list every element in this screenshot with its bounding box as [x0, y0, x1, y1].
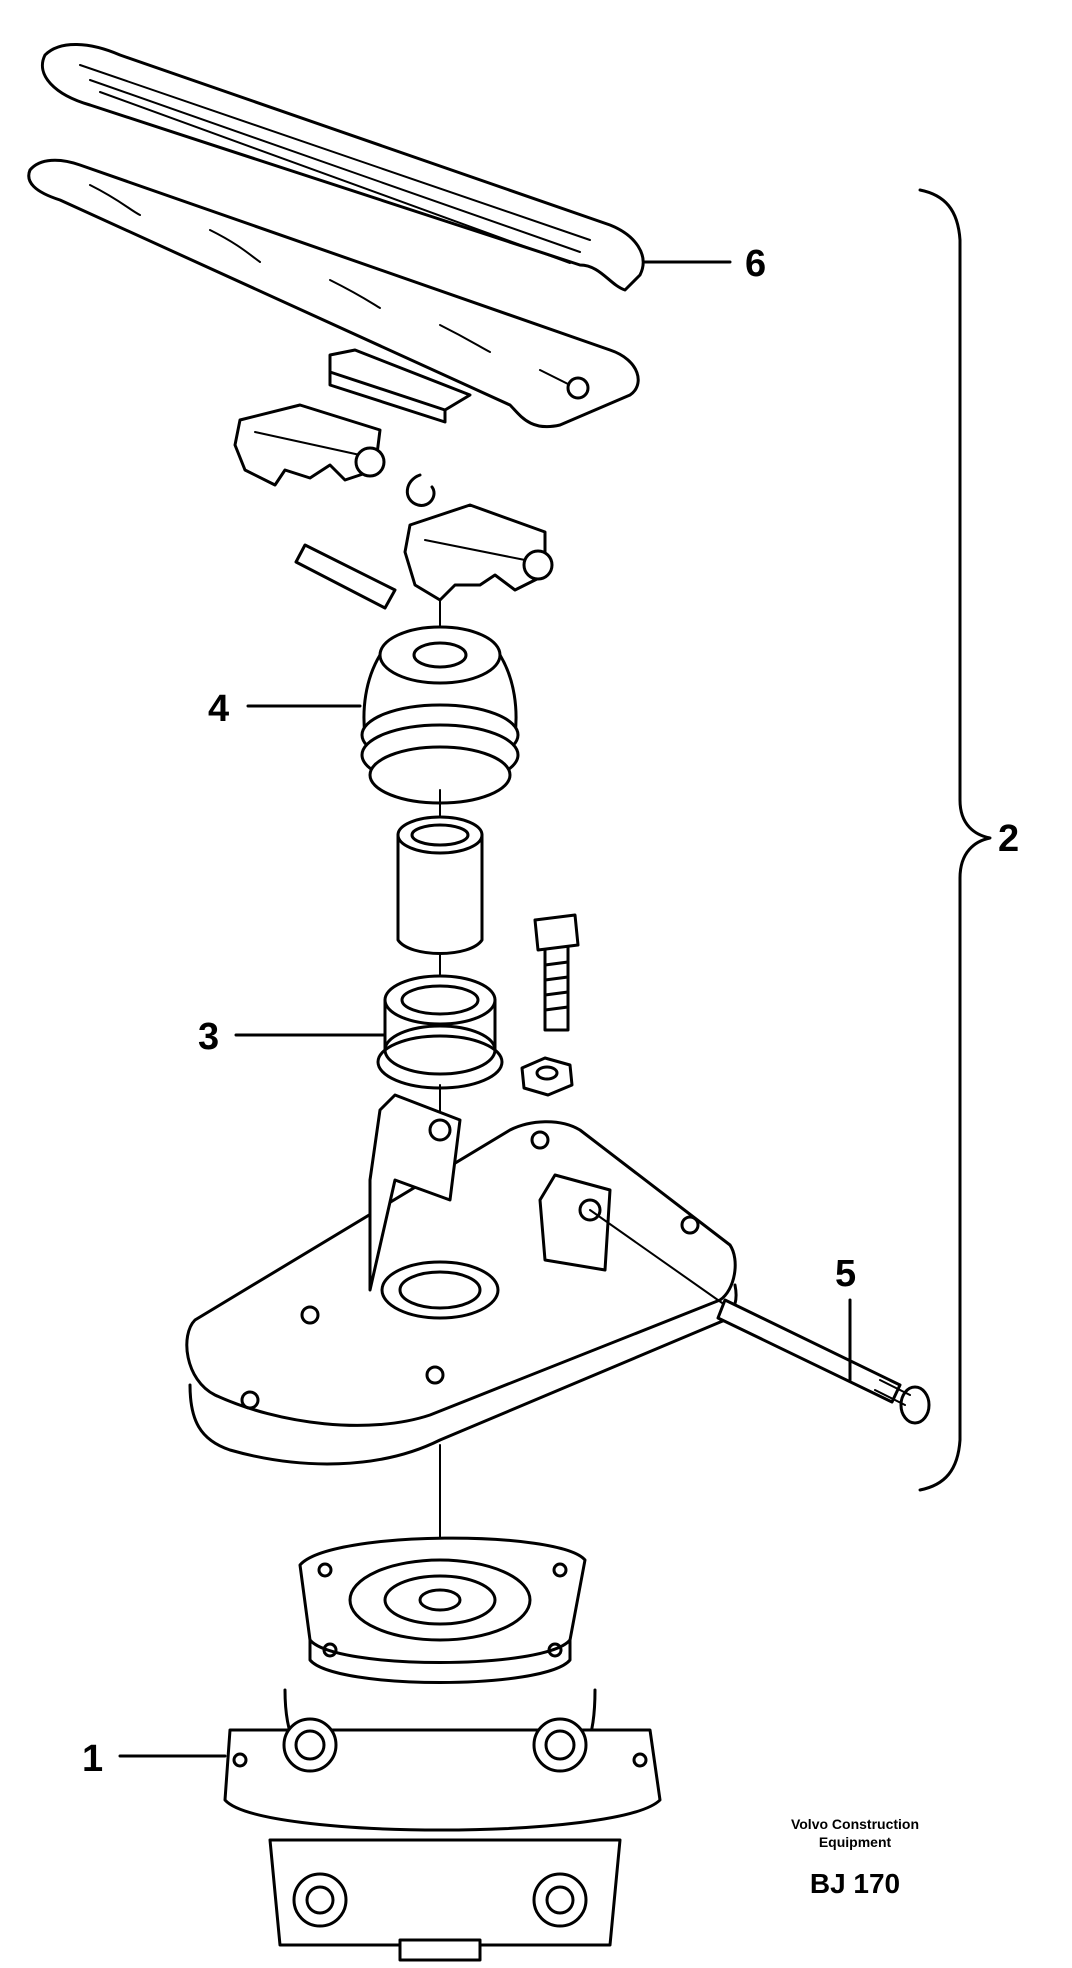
base-plate-icon: [185, 1093, 738, 1466]
rubber-boot-icon: [360, 625, 520, 805]
caption-company: Volvo Construction: [790, 1816, 920, 1832]
bolt-icon: [533, 913, 580, 1032]
clip-icon: [405, 473, 436, 507]
callout-4: 4: [208, 688, 230, 730]
callout-2: 2: [998, 818, 1020, 860]
callout-6: 6: [745, 243, 767, 285]
pad-plate-icon: [328, 348, 472, 424]
caption-equipment: Equipment: [818, 1834, 892, 1850]
caption-code: BJ 170: [809, 1868, 901, 1899]
brake-valve-icon: [223, 1536, 662, 1962]
foot-pedal-icon: [27, 43, 645, 428]
hinge-bracket-icon: [233, 403, 554, 602]
assembly-brace: [918, 188, 992, 1492]
callout-1: 1: [82, 1738, 104, 1780]
leader-lines: [118, 260, 852, 1758]
callout-3: 3: [198, 1016, 220, 1058]
nut-icon: [520, 1056, 574, 1097]
plunger-icon: [396, 815, 484, 955]
pin-shaft-icon: [589, 1209, 931, 1425]
seal-ring-icon: [376, 974, 504, 1090]
callout-5: 5: [835, 1253, 857, 1295]
pin-icon: [294, 543, 397, 610]
